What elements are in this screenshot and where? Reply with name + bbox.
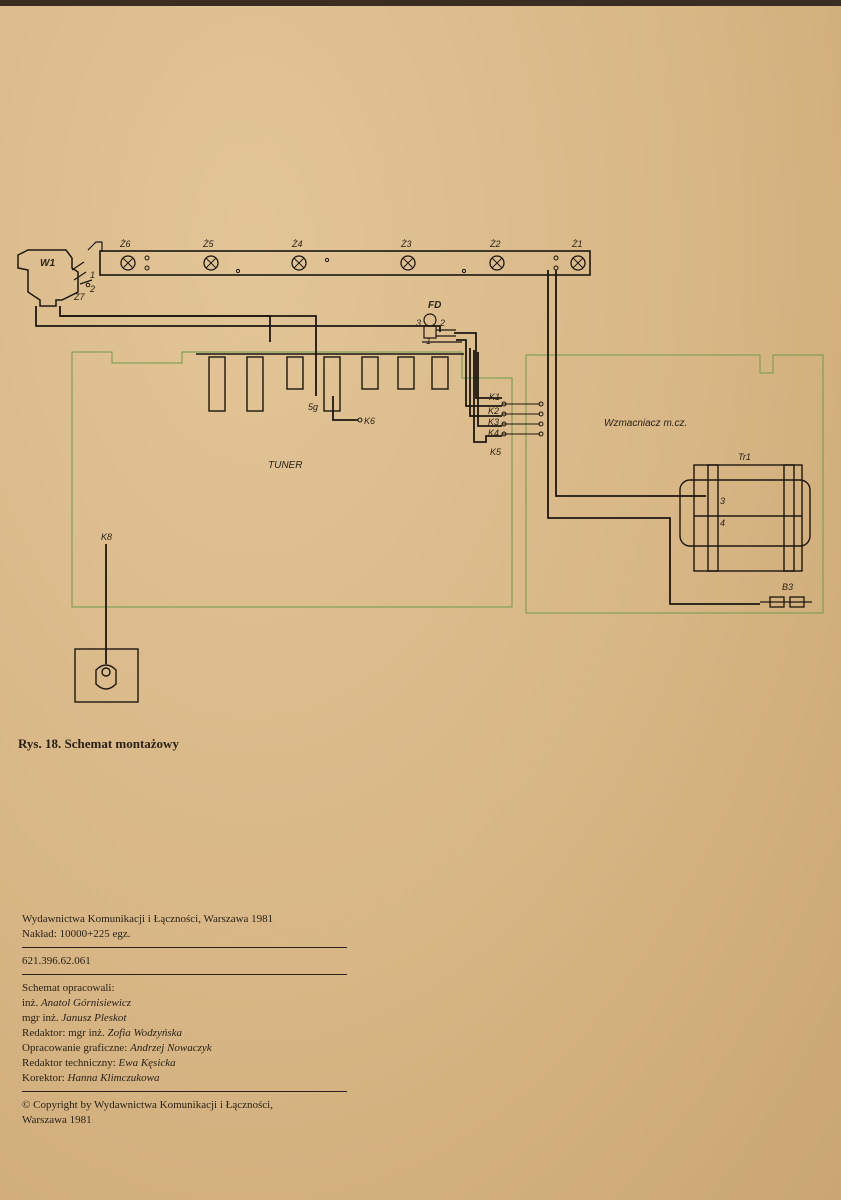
graphic-line: Opracowanie graficzne: Andrzej Nowaczyk [22, 1042, 212, 1054]
k-terminals [357, 401, 544, 437]
label-fd-3: 3 [416, 318, 421, 328]
label-z2: Ż2 [489, 239, 501, 249]
divider [22, 1091, 347, 1092]
label-z7: Ż7 [73, 292, 85, 302]
label-switch-2: 2 [89, 284, 95, 294]
wiring-diagram: W1 Ż7 1 2 Ż6 Ż5 Ż4 Ż3 Ż2 Ż1 FD 3 2 1 5g … [17, 239, 824, 703]
lamp-z1 [570, 255, 586, 271]
lamp-z2 [489, 255, 505, 271]
label-b3: B3 [782, 582, 793, 592]
label-fd: FD [428, 300, 441, 311]
figure-caption: Rys. 18. Schemat montażowy [18, 736, 179, 751]
wires [35, 270, 760, 664]
print-run-line: Nakład: 10000+225 egz. [22, 928, 131, 940]
colophon: Wydawnictwa Komunikacji i Łączności, War… [22, 912, 347, 1128]
lamp-z4 [291, 255, 307, 271]
prepared-by-line: Schemat opracowali: [22, 982, 115, 994]
label-z6: Ż6 [119, 239, 131, 249]
author-line-1: inż. Anatol Górnisiewicz [22, 997, 132, 1009]
udc-line: 621.396.62.061 [22, 955, 91, 967]
label-amplifier: Wzmacniacz m.cz. [604, 418, 687, 429]
label-k4: K4 [488, 428, 499, 438]
label-tr1: Tr1 [738, 452, 751, 462]
label-fd-2: 2 [439, 318, 445, 328]
author-line-2: mgr inż. Janusz Pleskot [22, 1012, 127, 1024]
page-top-edge [0, 0, 841, 6]
label-w1: W1 [40, 258, 55, 269]
tuner-outline [71, 351, 513, 608]
label-k2: K2 [488, 406, 499, 416]
label-k8: K8 [101, 532, 112, 542]
proofreader-line: Korektor: Hanna Klimczukowa [22, 1072, 160, 1084]
label-z1: Ż1 [571, 239, 583, 249]
label-tr1-4: 4 [720, 518, 725, 528]
label-tuner: TUNER [268, 460, 302, 471]
copyright-line-1: © Copyright by Wydawnictwa Komunikacji i… [22, 1099, 273, 1111]
label-k1: K1 [489, 392, 500, 402]
label-5g: 5g [308, 402, 318, 412]
label-fd-1: 1 [426, 336, 431, 346]
label-z3: Ż3 [400, 239, 412, 249]
amplifier-outline [525, 354, 824, 614]
fuse-b3 [760, 596, 812, 608]
divider [22, 974, 347, 975]
label-z4: Ż4 [291, 239, 303, 249]
lamp-z5 [203, 255, 219, 271]
lamp-z3 [400, 255, 416, 271]
lamp-z6 [120, 255, 136, 271]
divider [22, 947, 347, 948]
lamp-strip [99, 250, 591, 276]
editor-line: Redaktor: mgr inż. Zofia Wodzyńska [22, 1027, 183, 1039]
copyright-line-2: Warszawa 1981 [22, 1114, 92, 1126]
label-k5: K5 [490, 447, 502, 457]
tech-editor-line: Redaktor techniczny: Ewa Kęsicka [22, 1057, 176, 1069]
label-z5: Ż5 [202, 239, 214, 249]
label-switch-1: 1 [90, 270, 95, 280]
switch-w1-contacts [71, 241, 103, 285]
label-tr1-3: 3 [720, 496, 725, 506]
publisher-line: Wydawnictwa Komunikacji i Łączności, War… [22, 913, 274, 925]
socket-k8 [74, 648, 139, 703]
label-k6: K6 [364, 416, 375, 426]
label-k3: K3 [488, 417, 499, 427]
tuner-buttons [208, 356, 449, 412]
transformer-tr1 [679, 464, 811, 572]
switch-w1 [17, 249, 79, 307]
